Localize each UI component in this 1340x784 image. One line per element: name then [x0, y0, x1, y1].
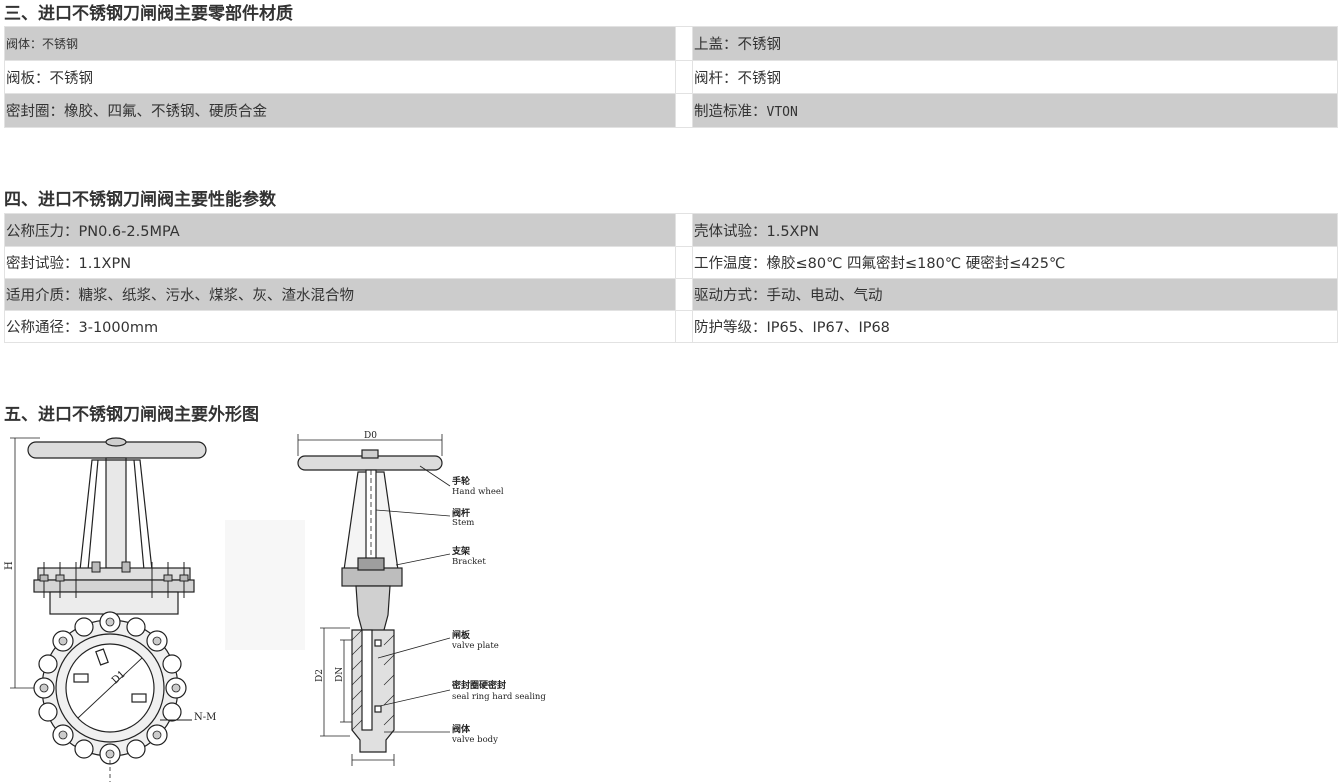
part-label-cn: 阀杆: [452, 507, 470, 519]
section-title-materials: 三、进口不锈钢刀闸阀主要零部件材质: [4, 4, 293, 24]
part-label-cn: 阀体: [452, 723, 471, 735]
cell-label: 制造标准：: [694, 104, 767, 120]
table-row: 阀体：不锈钢 上盖：不锈钢: [4, 26, 1338, 61]
table-spacer: [675, 310, 693, 343]
table-spacer: [675, 60, 693, 94]
table-cell: 公称压力：PN0.6-2.5MPA: [4, 213, 676, 247]
table-cell: 密封试验：1.1XPN: [4, 246, 676, 279]
dim-label-d2: D2: [315, 669, 325, 682]
standard-code: VTON: [766, 105, 798, 120]
part-label-en: valve plate: [451, 641, 499, 651]
table-spacer: [675, 213, 693, 247]
table-cell: 公称通径：3-1000mm: [4, 310, 676, 343]
table-row: 密封试验：1.1XPN 工作温度：橡胶≤80℃ 四氟密封≤180℃ 硬密封≤42…: [4, 246, 1338, 279]
table-row: 公称压力：PN0.6-2.5MPA 壳体试验：1.5XPN: [4, 213, 1338, 247]
section-title-outline: 五、进口不锈钢刀闸阀主要外形图: [4, 405, 259, 425]
part-label-en: Hand wheel: [452, 487, 504, 497]
section-view: [297, 434, 451, 766]
part-label-en: Bracket: [452, 557, 486, 567]
table-cell: 适用介质：糖浆、纸浆、污水、煤浆、灰、渣水混合物: [4, 278, 676, 311]
dim-label-dn: DN: [335, 667, 345, 682]
table-row: 公称通径：3-1000mm 防护等级：IP65、IP67、IP68: [4, 310, 1338, 343]
table-spacer: [675, 246, 693, 279]
table-spacer: [675, 278, 693, 311]
table-row: 阀板：不锈钢 阀杆：不锈钢: [4, 60, 1338, 94]
part-label-en: Stem: [452, 518, 474, 528]
front-view: [10, 437, 207, 782]
table-cell: 阀板：不锈钢: [4, 60, 676, 94]
table-cell: 上盖：不锈钢: [692, 26, 1338, 61]
valve-outline-drawing: H D1 N-M: [4, 431, 546, 782]
part-label-en: seal ring hard sealing: [452, 692, 546, 702]
table-cell: 驱动方式：手动、电动、气动: [692, 278, 1338, 311]
table-cell: 制造标准：VTON: [692, 93, 1338, 128]
part-label-cn: 闸板: [452, 629, 471, 641]
performance-table: 公称压力：PN0.6-2.5MPA 壳体试验：1.5XPN 密封试验：1.1XP…: [4, 213, 1338, 343]
part-label-cn: 支架: [451, 545, 470, 557]
dim-label-d0: D0: [364, 431, 377, 441]
section-title-performance: 四、进口不锈钢刀闸阀主要性能参数: [4, 190, 276, 210]
table-row: 适用介质：糖浆、纸浆、污水、煤浆、灰、渣水混合物 驱动方式：手动、电动、气动: [4, 278, 1338, 311]
dim-label-nm: N-M: [194, 712, 216, 723]
part-label-cn: 密封圈硬密封: [451, 679, 506, 691]
table-cell: 壳体试验：1.5XPN: [692, 213, 1338, 247]
table-cell: 密封圈：橡胶、四氟、不锈钢、硬质合金: [4, 93, 676, 128]
table-spacer: [675, 93, 693, 128]
table-cell: 阀体：不锈钢: [4, 26, 676, 61]
materials-table: 阀体：不锈钢 上盖：不锈钢 阀板：不锈钢 阀杆：不锈钢 密封圈：橡胶、四氟、不锈…: [4, 26, 1338, 128]
part-label-en: valve body: [451, 735, 498, 745]
part-label-cn: 手轮: [452, 475, 470, 487]
table-cell: 防护等级：IP65、IP67、IP68: [692, 310, 1338, 343]
dim-label-h: H: [4, 561, 15, 570]
table-spacer: [675, 26, 693, 61]
table-row: 密封圈：橡胶、四氟、不锈钢、硬质合金 制造标准：VTON: [4, 93, 1338, 128]
table-cell: 阀杆：不锈钢: [692, 60, 1338, 94]
table-cell: 工作温度：橡胶≤80℃ 四氟密封≤180℃ 硬密封≤425℃: [692, 246, 1338, 279]
